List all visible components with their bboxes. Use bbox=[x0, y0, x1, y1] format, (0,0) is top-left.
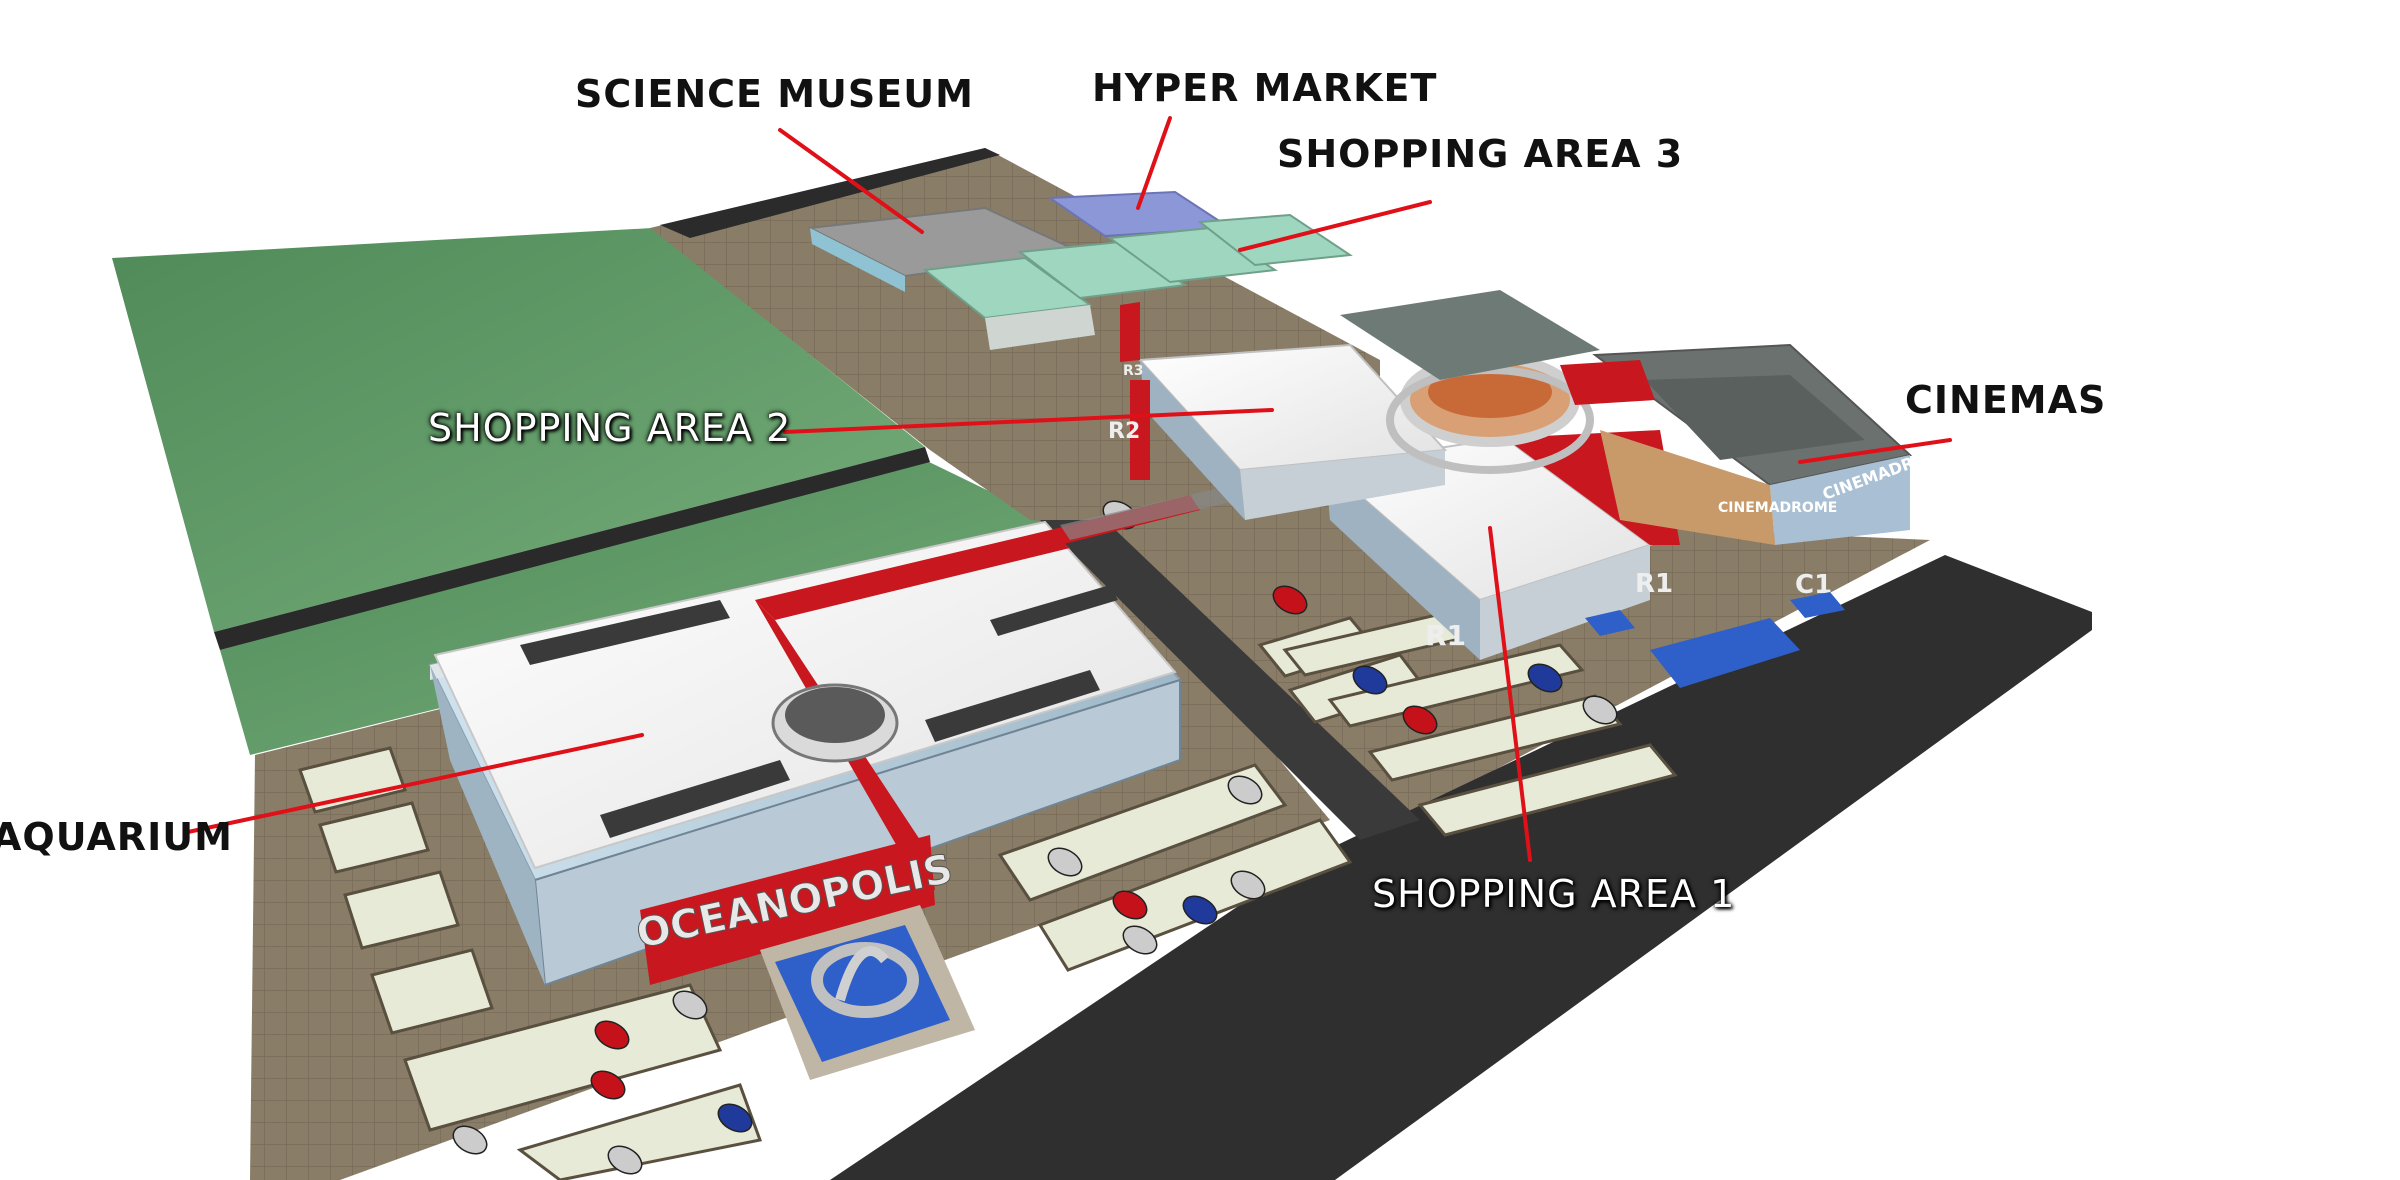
r1b-sign: R1 bbox=[1635, 569, 1673, 599]
label-aquarium: AQUARIUM bbox=[0, 815, 233, 859]
label-hyper-market: HYPER MARKET bbox=[1092, 66, 1438, 110]
cinemas-building: CINEMADROME CINEMADROME C1 bbox=[1340, 290, 1955, 600]
cinema-plaza-pools bbox=[1585, 592, 1845, 688]
label-cinemas: CINEMAS bbox=[1905, 378, 2107, 422]
label-science-museum: SCIENCE MUSEUM bbox=[575, 72, 974, 116]
north-road bbox=[660, 148, 1000, 238]
shopping-area-2-building: R2 bbox=[1108, 343, 1448, 520]
r2-sign: R2 bbox=[1108, 419, 1140, 444]
label-shopping-area-1: SHOPPING AREA 1 bbox=[1372, 872, 1736, 916]
main-road bbox=[830, 555, 2092, 1180]
label-shopping-area-2: SHOPPING AREA 2 bbox=[428, 406, 792, 450]
parking-bays-east bbox=[1282, 596, 1678, 837]
fountain-plaza bbox=[760, 905, 975, 1080]
grass-field-north bbox=[112, 228, 925, 632]
parking-bays-left bbox=[298, 746, 763, 1180]
internal-road bbox=[1040, 520, 1420, 840]
r1-sign: R1 bbox=[1425, 619, 1466, 652]
aquarium-building: OCEANOPOLIS bbox=[428, 520, 1182, 987]
label-shopping-area-3: SHOPPING AREA 3 bbox=[1277, 132, 1684, 176]
grass-divider-path bbox=[214, 447, 930, 650]
r3-sign: R3 bbox=[1123, 363, 1144, 379]
parked-cars bbox=[452, 500, 1618, 1175]
cinemadrome-sign-1: CINEMADROME bbox=[1718, 500, 1837, 516]
leader-lines bbox=[186, 116, 1952, 862]
